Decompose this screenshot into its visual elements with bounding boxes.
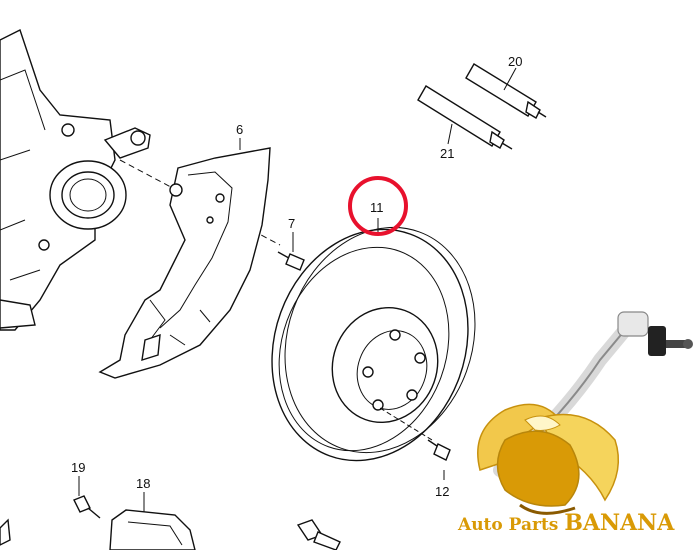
callout-19: 19	[71, 460, 85, 475]
callout-20: 20	[508, 54, 522, 69]
callout-labels: 6 7 11 12 18 19 20 21	[71, 54, 522, 499]
grease-tube-20	[465, 63, 547, 119]
knuckle-arm	[103, 127, 151, 159]
partial-part-edge	[0, 518, 11, 546]
callout-11: 11	[370, 200, 384, 215]
watermark-text-regular: Auto Parts	[457, 515, 564, 535]
bolt-7	[277, 251, 305, 271]
grease-tube-21	[417, 85, 513, 150]
sensor-bottom	[296, 519, 341, 550]
banana-logo	[477, 311, 693, 515]
screw-12	[379, 407, 451, 461]
brake-disc	[271, 226, 476, 462]
callout-18: 18	[136, 476, 150, 491]
splash-shield	[98, 147, 271, 379]
callout-7: 7	[288, 216, 295, 231]
callout-6: 6	[236, 122, 243, 137]
callout-12: 12	[435, 484, 449, 499]
steering-knuckle	[0, 29, 127, 331]
bolt-19	[73, 495, 101, 519]
leader-lines	[78, 67, 517, 512]
bracket-18	[109, 509, 196, 550]
callout-21: 21	[440, 146, 454, 161]
watermark-text-bold: BANANA	[564, 510, 675, 536]
watermark-text: Auto Parts BANANA	[457, 510, 675, 536]
highlight-circle	[348, 176, 408, 236]
